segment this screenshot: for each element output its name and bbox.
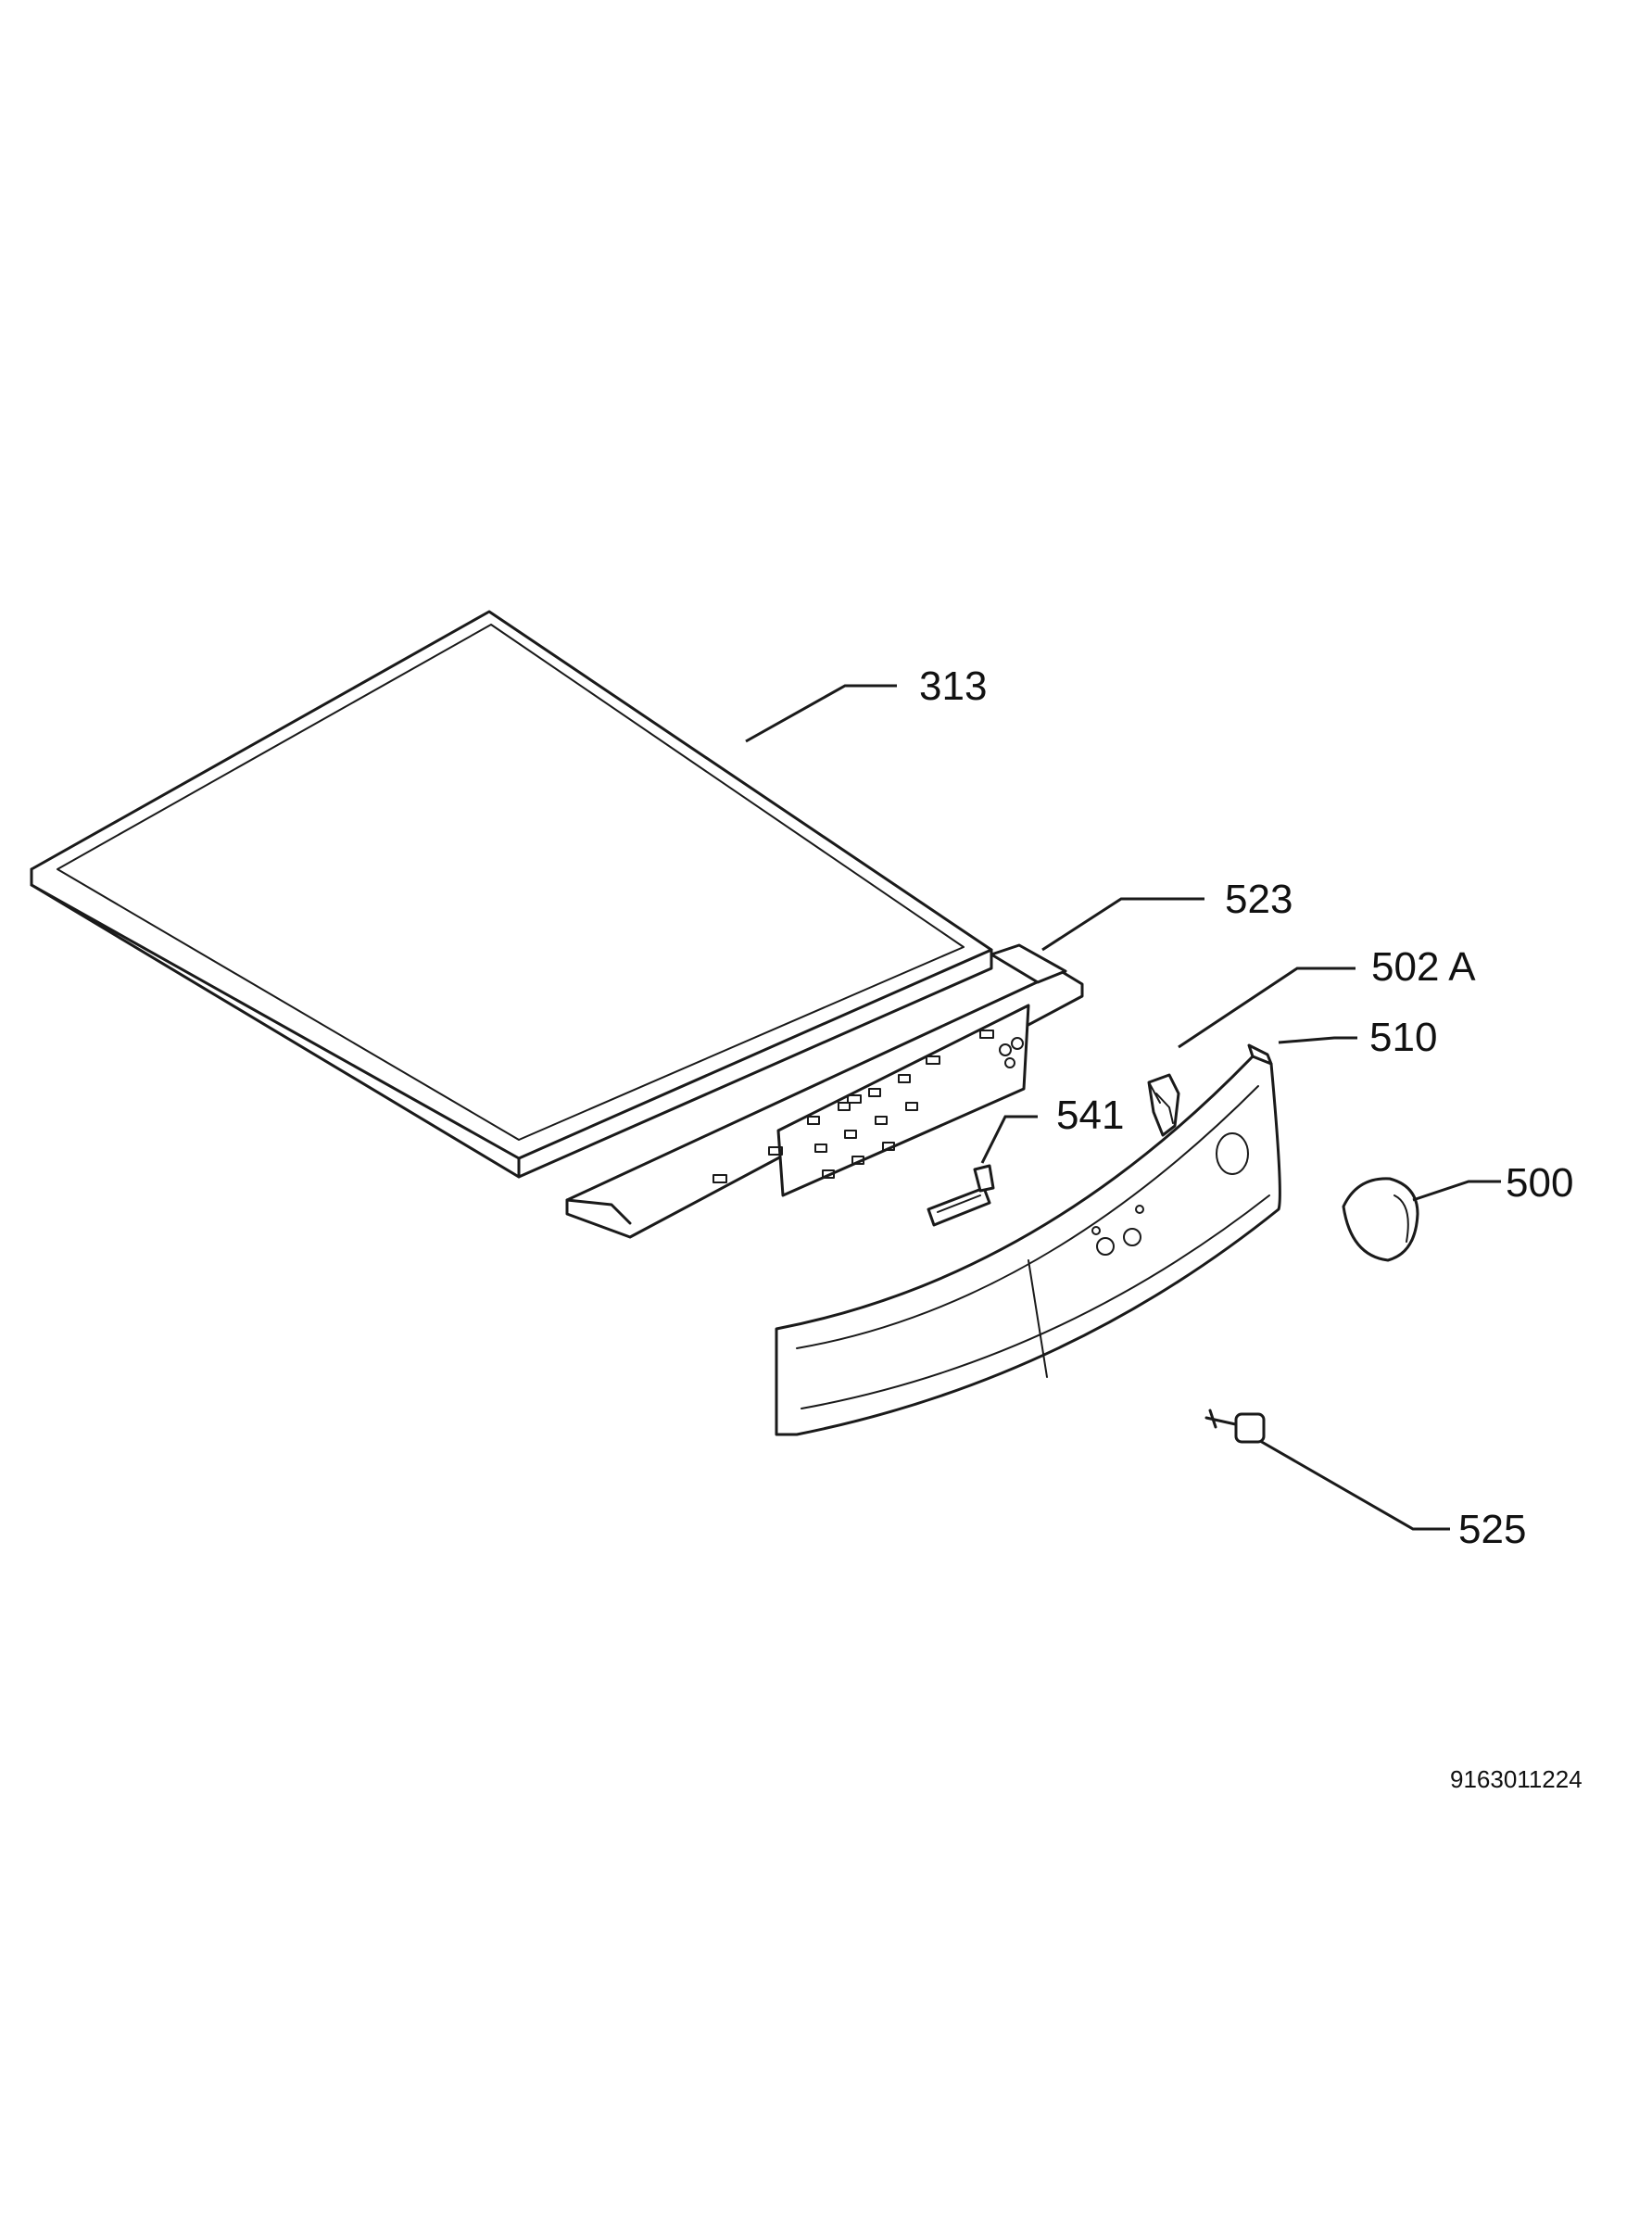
part-510-fascia (775, 1043, 1281, 1436)
callout-523: 523 (1225, 877, 1293, 922)
part-541-connector (927, 1164, 995, 1227)
leader-541 (980, 1115, 1038, 1164)
callout-500: 500 (1506, 1160, 1573, 1206)
callout-510: 510 (1369, 1015, 1437, 1060)
leader-lines (745, 684, 1501, 1531)
leader-510 (1278, 1036, 1357, 1044)
leader-525 (1259, 1439, 1450, 1531)
leader-500 (1412, 1180, 1501, 1202)
part-523-bracket (565, 943, 1084, 1239)
callout-541: 541 (1056, 1093, 1124, 1138)
document-number: 9163011224 (1450, 1765, 1583, 1793)
part-502a-clip (1147, 1073, 1180, 1137)
part-525-pin (1204, 1409, 1266, 1444)
callout-313: 313 (919, 663, 987, 709)
callout-502a: 502 A (1371, 944, 1476, 990)
callout-labels: 313 523 502 A 510 541 500 525 (919, 663, 1573, 1552)
part-313-worktop (30, 610, 993, 1179)
leader-523 (1041, 897, 1204, 952)
leader-502a (1178, 967, 1356, 1049)
leader-313 (745, 684, 897, 743)
callout-525: 525 (1458, 1507, 1526, 1552)
part-500-knob (1342, 1177, 1419, 1262)
